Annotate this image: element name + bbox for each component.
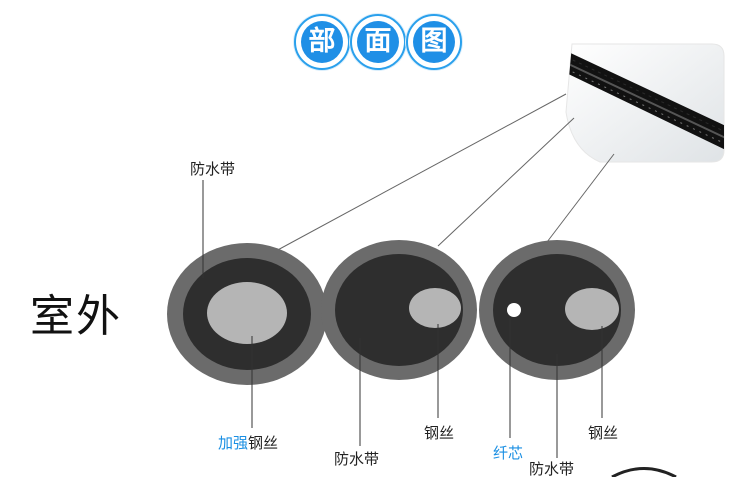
cable-section-right: [479, 240, 635, 380]
heading-char-1: 部: [301, 21, 343, 63]
label-strength-suffix: 钢丝: [248, 434, 279, 452]
heading-badges: 部 面 图: [294, 14, 462, 70]
leader-line-middle: [437, 117, 575, 247]
label-waterproof-tape-middle: 防水带: [334, 450, 380, 468]
steel-wire-middle: [409, 288, 461, 328]
heading-badge-3: 图: [406, 14, 462, 70]
leader-line-left: [273, 93, 567, 253]
label-strength-wire: 加强钢丝: [218, 432, 278, 453]
steel-wire-right: [565, 288, 619, 330]
heading-badge-1: 部: [294, 14, 350, 70]
strength-wire-left: [207, 282, 287, 344]
cable-section-left: [167, 243, 327, 385]
label-fiber-core: 纤芯: [493, 444, 524, 462]
label-waterproof-tape-right: 防水带: [529, 460, 575, 478]
heading-badge-2: 面: [350, 14, 406, 70]
label-steel-wire-middle: 钢丝: [424, 424, 455, 442]
fiber-core-dot: [507, 303, 521, 317]
side-label: 室外: [30, 291, 122, 342]
label-steel-wire-right: 钢丝: [588, 424, 619, 442]
cable-section-middle: [321, 240, 477, 380]
cable-photo-inset: [565, 43, 725, 163]
decorative-arc: [611, 467, 677, 477]
label-strength-prefix: 加强: [218, 434, 249, 452]
inner-core-middle: [335, 254, 463, 366]
heading-char-3: 图: [413, 21, 455, 63]
inner-core-right: [493, 254, 621, 366]
heading-char-2: 面: [357, 21, 399, 63]
leader-line-right: [543, 153, 615, 247]
label-waterproof-tape-top: 防水带: [190, 160, 236, 178]
